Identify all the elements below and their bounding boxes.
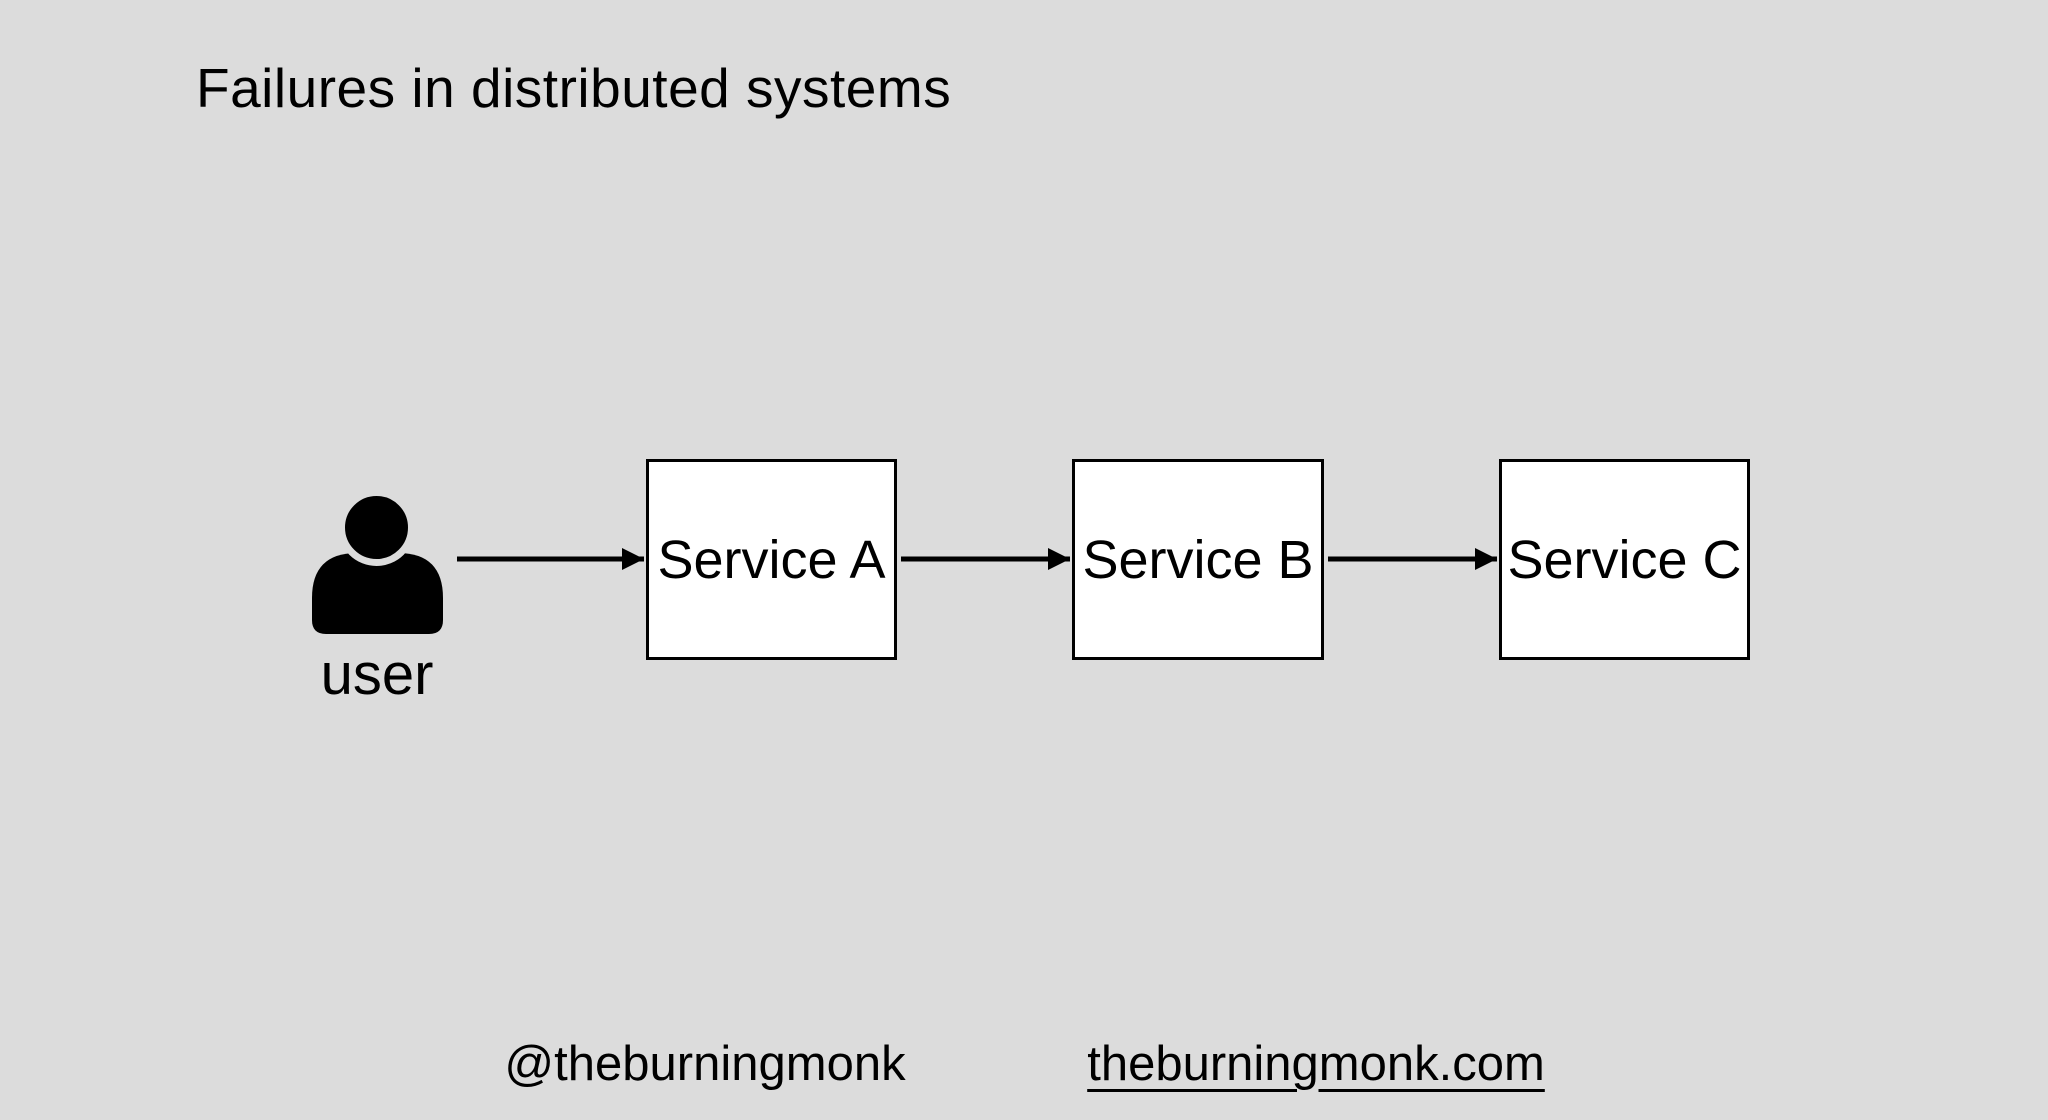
person-icon xyxy=(312,489,443,634)
node-service-b: Service B xyxy=(1072,459,1324,660)
node-label: Service C xyxy=(1507,529,1742,590)
twitter-handle: @theburningmonk xyxy=(504,1037,906,1091)
user-label: user xyxy=(320,642,434,707)
node-label: Service A xyxy=(657,529,886,590)
node-label: Service B xyxy=(1082,529,1314,590)
website-link[interactable]: theburningmonk.com xyxy=(1087,1037,1545,1091)
node-service-a: Service A xyxy=(646,459,897,660)
node-service-c: Service C xyxy=(1499,459,1750,660)
slide-title: Failures in distributed systems xyxy=(196,57,952,119)
